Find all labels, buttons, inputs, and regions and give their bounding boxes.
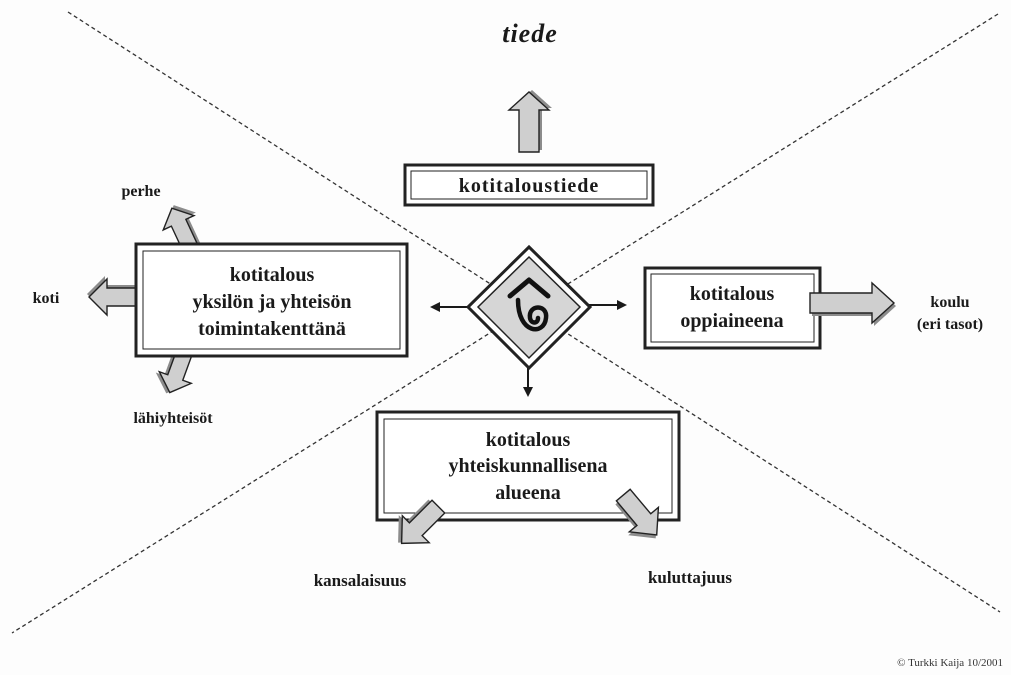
label-eri-tasot: (eri tasot): [917, 316, 983, 333]
arrow-up-tiede-icon: [507, 90, 552, 153]
svg-text:yhteiskunnallisena: yhteiskunnallisena: [449, 455, 608, 477]
box-kotitalous-yksilon: kotitalous yksilön ja yhteisön toimintak…: [134, 242, 409, 358]
label-kansalaisuus: kansalaisuus: [314, 571, 407, 590]
arrow-out-koulu-icon: [809, 281, 896, 326]
svg-text:yksilön ja yhteisön: yksilön ja yhteisön: [193, 291, 352, 313]
label-koulu: koulu: [930, 294, 969, 311]
label-lahiyhteisot: lähiyhteisöt: [133, 410, 213, 427]
label-koti: koti: [33, 290, 60, 307]
top-label-tiede: tiede: [502, 19, 558, 48]
svg-text:toimintakenttänä: toimintakenttänä: [198, 318, 346, 340]
arrow-out-kuluttajuus-icon: [615, 488, 660, 539]
svg-text:alueena: alueena: [495, 482, 561, 504]
label-perhe: perhe: [121, 183, 160, 200]
arrow-out-koti-icon: [87, 276, 138, 317]
arrow-out-kansalaisuus-icon: [398, 499, 446, 545]
svg-text:kotitalous: kotitalous: [230, 264, 315, 286]
box-kotitalous-oppiaineena: kotitalous oppiaineena: [643, 266, 822, 350]
svg-text:oppiaineena: oppiaineena: [680, 310, 783, 332]
svg-text:kotitalous: kotitalous: [486, 429, 571, 451]
svg-text:kotitaloustiede: kotitaloustiede: [459, 175, 600, 197]
svg-text:kotitalous: kotitalous: [690, 283, 775, 305]
copyright-note: © Turkki Kaija 10/2001: [897, 657, 1003, 669]
label-kuluttajuus: kuluttajuus: [648, 568, 732, 587]
box-kotitaloustiede: kotitaloustiede: [403, 163, 655, 207]
home-economics-logo-icon: [465, 244, 593, 371]
